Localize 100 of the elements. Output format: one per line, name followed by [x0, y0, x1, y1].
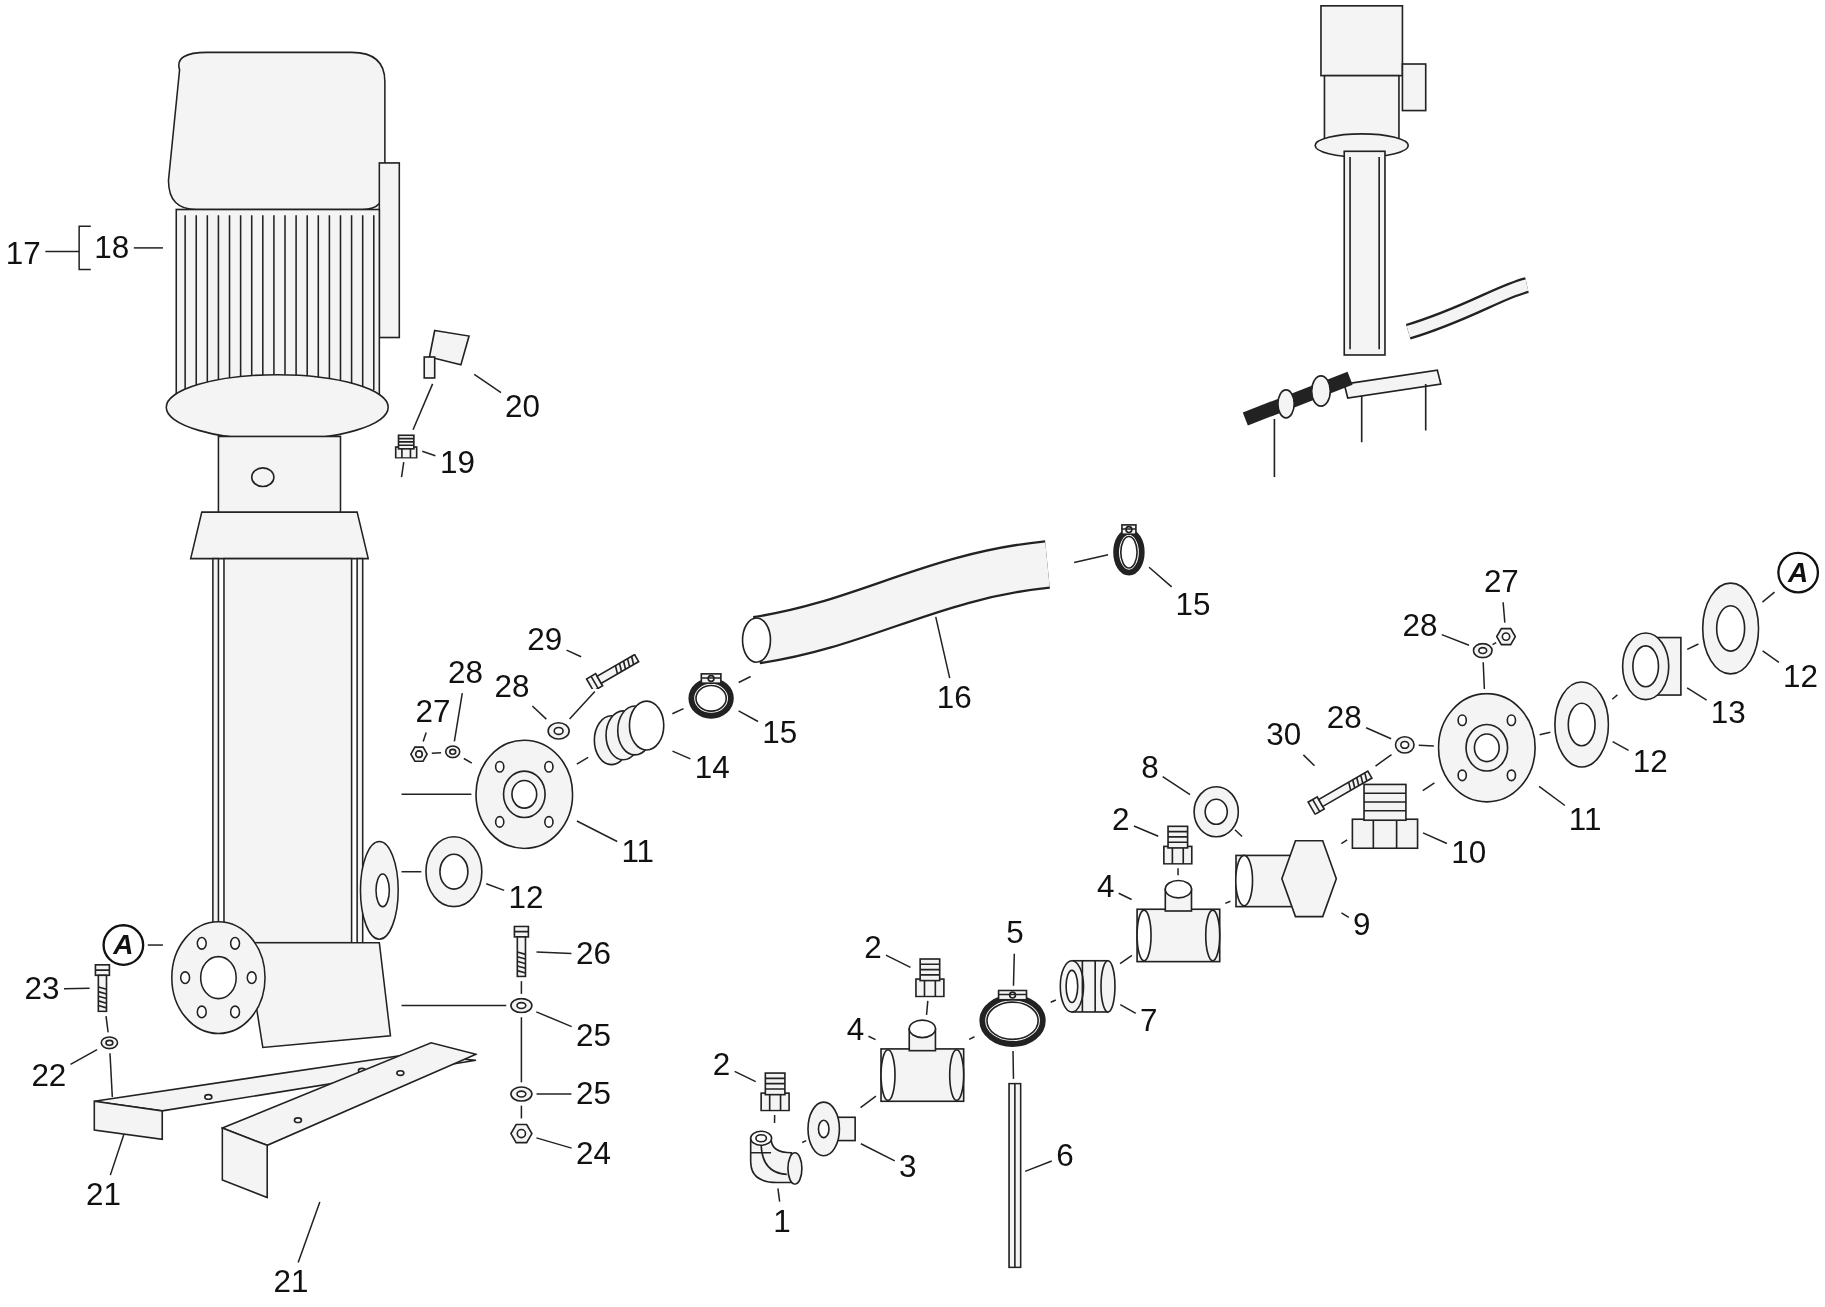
- leader-line: [1340, 912, 1350, 919]
- leader-line: [1441, 633, 1470, 646]
- callout-number: 4: [845, 1013, 866, 1047]
- callout-number: 2: [1110, 803, 1131, 838]
- leader-line: [867, 1035, 877, 1041]
- assembly-line: [1012, 1050, 1015, 1080]
- leader-line: [109, 1133, 125, 1176]
- callout-number: 30: [1265, 718, 1303, 753]
- assembly-line: [1234, 828, 1243, 838]
- leader-line: [885, 954, 912, 969]
- nipple-drawing: [1350, 782, 1420, 850]
- leader-line: [671, 750, 692, 760]
- leader-line: [1686, 687, 1708, 701]
- flange-drawing: [474, 739, 574, 850]
- assembly-line: [801, 1139, 807, 1144]
- flange-drawing: [1437, 692, 1537, 804]
- leader-line: [1538, 785, 1566, 807]
- assembly-line: [773, 1114, 776, 1124]
- leader-line: [44, 225, 92, 271]
- callout-number: 8: [1139, 751, 1160, 785]
- assembly-line: [463, 757, 473, 764]
- callout-number: 29: [526, 623, 564, 657]
- callout-number: 12: [1631, 745, 1669, 780]
- assembly-line: [412, 383, 434, 431]
- callout-number: 24: [574, 1137, 613, 1172]
- assembly-line: [671, 707, 685, 715]
- callout-number: 5: [1004, 916, 1025, 951]
- nipple-drawing: [758, 1070, 792, 1112]
- washer-drawing: [1472, 642, 1494, 659]
- leader-line: [860, 1142, 896, 1162]
- nut-drawing: [509, 1121, 534, 1146]
- callout-number: 25: [574, 1018, 613, 1053]
- callout-number: 23: [23, 972, 61, 1007]
- leader-line: [535, 1137, 573, 1149]
- assembly-line: [1177, 867, 1179, 876]
- leader-line: [576, 820, 618, 843]
- assembly-line: [109, 1052, 114, 1098]
- callout-number: 6: [1055, 1138, 1075, 1173]
- leader-line: [565, 649, 582, 658]
- assembly-line: [520, 1016, 523, 1084]
- callout-number: 21: [84, 1178, 123, 1213]
- callout-number: 27: [414, 695, 452, 730]
- assembly-line: [400, 1004, 508, 1007]
- leader-line: [422, 731, 427, 743]
- assembly-line: [1049, 999, 1057, 1003]
- callout-number: 2: [711, 1048, 732, 1082]
- callout-number: 22: [30, 1059, 68, 1094]
- washer-drawing: [509, 1085, 534, 1103]
- leader-line: [1148, 566, 1173, 588]
- assembly-line: [576, 756, 589, 765]
- rod-drawing: [1007, 1082, 1022, 1269]
- callout-number: 4: [1095, 870, 1116, 904]
- leader-line: [63, 987, 91, 990]
- leader-line: [485, 882, 505, 892]
- bolt-drawing: [93, 963, 112, 1013]
- reducer-drawing: [805, 1099, 858, 1159]
- nipple-drawing: [393, 432, 419, 459]
- leader-line: [1502, 601, 1506, 624]
- washer-drawing: [1394, 735, 1416, 755]
- leader-line: [1302, 754, 1316, 767]
- callout-number: 3: [897, 1150, 918, 1185]
- gasket-drawing: [1553, 680, 1610, 769]
- callout-number: 10: [1450, 836, 1488, 870]
- assembly-line: [1374, 753, 1393, 767]
- callout-number: 26: [574, 937, 613, 972]
- assembly-line: [568, 690, 596, 720]
- leader-line: [1133, 825, 1159, 837]
- leader-line: [421, 450, 437, 457]
- assembly-line: [859, 1095, 877, 1109]
- mounting-bracket-drawing: [221, 1041, 478, 1199]
- leader-line: [147, 944, 164, 946]
- callout-number: 15: [1174, 588, 1212, 623]
- leader-line: [1117, 892, 1133, 901]
- assembly-line: [1073, 553, 1109, 564]
- leader-line: [1365, 727, 1392, 740]
- assembly-line: [737, 675, 752, 684]
- washer-drawing: [547, 721, 571, 741]
- assembly-line: [1491, 641, 1497, 646]
- assembly-line: [1611, 694, 1619, 700]
- leader-line: [535, 951, 573, 955]
- callout-number: 19: [438, 446, 477, 481]
- callout-number: 28: [1401, 609, 1439, 644]
- gasket-drawing: [1192, 785, 1240, 838]
- leader-line: [473, 373, 502, 394]
- callout-number: 11: [620, 835, 656, 869]
- leader-line: [1761, 650, 1780, 664]
- assembly-line: [925, 1000, 929, 1016]
- nut-drawing: [1495, 626, 1517, 648]
- callout-number: 28: [1325, 701, 1363, 735]
- leader-line: [1611, 740, 1630, 752]
- assembly-line: [1538, 731, 1552, 736]
- leader-line: [133, 247, 164, 249]
- washer-drawing: [509, 997, 534, 1014]
- callout-number: 11: [1567, 803, 1603, 838]
- assembly-line: [400, 793, 473, 796]
- leader-line: [1119, 1003, 1137, 1015]
- callout-number: 1: [772, 1205, 792, 1239]
- leader-line: [934, 616, 951, 679]
- callout-number: 9: [1351, 908, 1372, 943]
- leader-line: [297, 1201, 321, 1264]
